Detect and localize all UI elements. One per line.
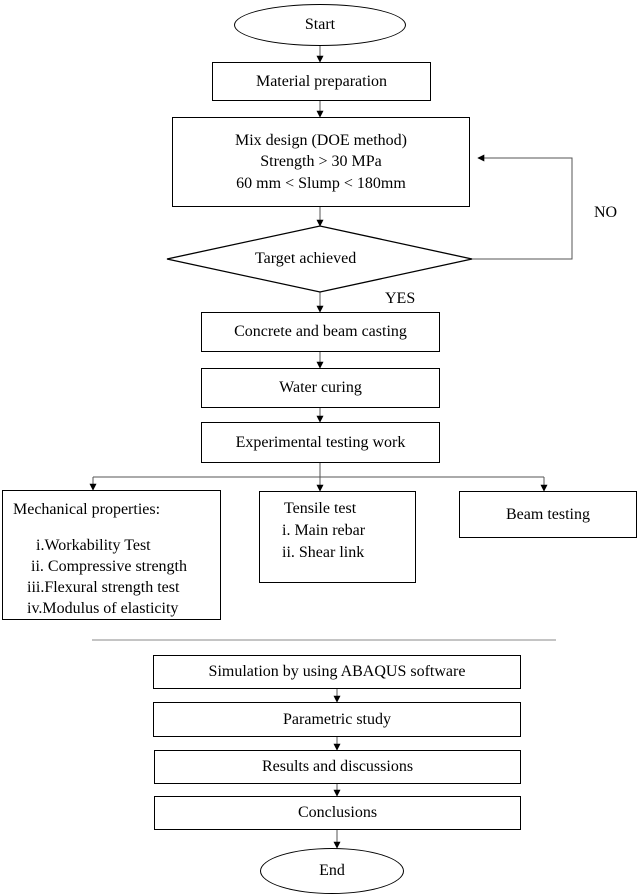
start-label: Start: [304, 16, 336, 33]
curing-box: Water curing: [201, 368, 440, 408]
mechanical-item-1: i.Workability Test: [36, 537, 151, 554]
testing-box: Experimental testing work: [201, 422, 440, 463]
simulation-label: Simulation by using ABAQUS software: [208, 663, 466, 681]
mechanical-item-2: ii. Compressive strength: [31, 558, 187, 575]
results-label: Results and discussions: [261, 758, 414, 776]
tensile-item-1: i. Main rebar: [282, 522, 366, 539]
end-label: End: [319, 862, 345, 879]
casting-label: Concrete and beam casting: [234, 323, 407, 341]
testing-label: Experimental testing work: [235, 433, 406, 451]
mix-design-line-2: Strength > 30 MPa: [260, 153, 382, 171]
yes-label: YES: [385, 290, 416, 307]
mechanical-title: Mechanical properties:: [13, 501, 161, 518]
end-terminal: End: [260, 848, 404, 894]
simulation-box: Simulation by using ABAQUS software: [153, 655, 521, 689]
conclusions-label: Conclusions: [297, 804, 378, 822]
beam-testing-label: Beam testing: [506, 505, 590, 523]
material-preparation-label: Material preparation: [255, 72, 388, 90]
mechanical-item-4: iv.Modulus of elasticity: [27, 600, 179, 617]
material-preparation-box: Material preparation: [212, 62, 431, 101]
beam-testing-box: Beam testing: [459, 491, 637, 538]
conclusions-box: Conclusions: [154, 796, 521, 830]
casting-box: Concrete and beam casting: [201, 312, 440, 352]
tensile-box: Tensile test i. Main rebar ii. Shear lin…: [259, 491, 416, 583]
mechanical-box: Mechanical properties: i.Workability Tes…: [2, 490, 221, 620]
mechanical-item-3: iii.Flexural strength test: [27, 579, 180, 596]
parametric-box: Parametric study: [153, 702, 521, 737]
start-terminal: Start: [234, 4, 406, 46]
mix-design-line-3: 60 mm < Slump < 180mm: [236, 174, 406, 192]
decision-label: Target achieved: [255, 250, 357, 267]
results-box: Results and discussions: [154, 750, 521, 784]
no-label: NO: [594, 204, 618, 221]
mix-design-line-1: Mix design (DOE method): [235, 131, 407, 149]
parametric-label: Parametric study: [283, 710, 391, 728]
tensile-item-2: ii. Shear link: [282, 544, 365, 561]
arrow-no-loop: [472, 154, 573, 260]
mix-design-box: Mix design (DOE method) Strength > 30 MP…: [172, 117, 470, 207]
decision-diamond: [166, 225, 473, 293]
tensile-title: Tensile test: [284, 500, 357, 517]
curing-label: Water curing: [279, 379, 362, 397]
